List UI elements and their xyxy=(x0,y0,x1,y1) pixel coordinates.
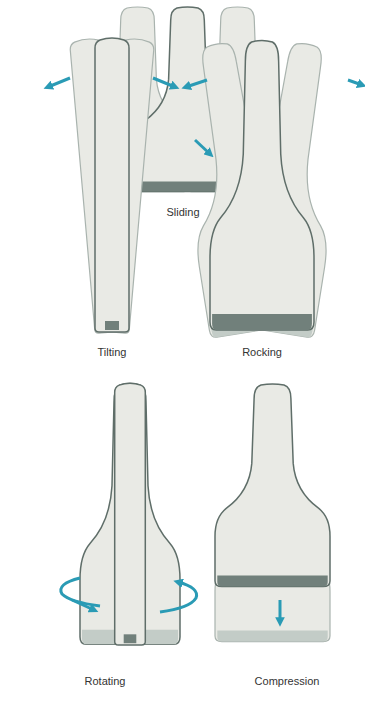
rotating-saddle xyxy=(61,383,197,645)
motion-label: Compression xyxy=(255,675,320,688)
tilting-saddles xyxy=(69,38,154,334)
motion-label: Tilting xyxy=(98,346,127,359)
motion-label: Rotating xyxy=(85,675,126,688)
compression-saddles xyxy=(215,384,330,642)
motion-label: Sliding xyxy=(166,206,199,219)
rocking-saddles xyxy=(165,36,362,338)
motion-label: Rocking xyxy=(242,346,282,359)
